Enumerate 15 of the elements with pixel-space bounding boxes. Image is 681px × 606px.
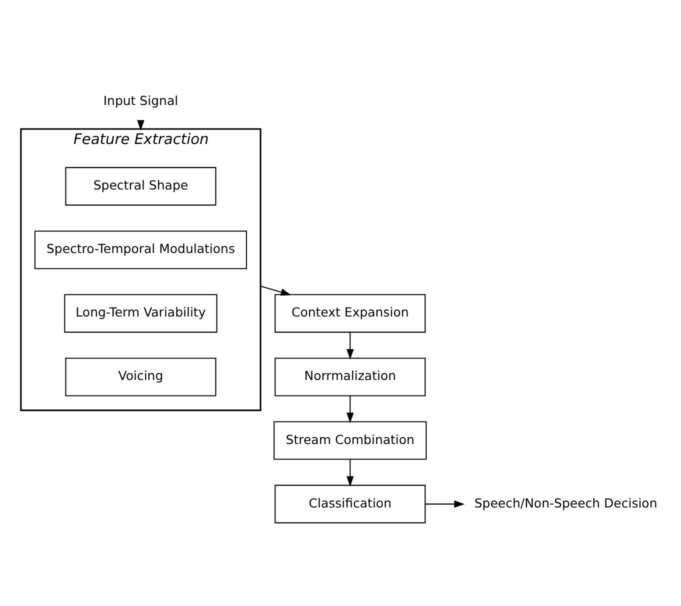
arrow [346,332,354,360]
arrow [260,286,292,296]
node-box: Voicing [65,358,216,396]
node-box: Norrmalization [274,358,426,396]
node-box: Spectral Shape [65,167,216,206]
node-box: Stream Combination [274,421,427,460]
node-box: Context Expansion [274,294,426,333]
arrow [346,396,354,424]
node-text: Speech/Non-Speech Decision [474,495,658,510]
node-text: Input Signal [103,93,178,108]
arrow [426,500,465,508]
node-box: Classification [274,484,426,524]
arrow [346,459,354,487]
node-box: Spectro-Temporal Modulations [34,230,247,270]
node-box: Long-Term Variability [64,294,218,333]
